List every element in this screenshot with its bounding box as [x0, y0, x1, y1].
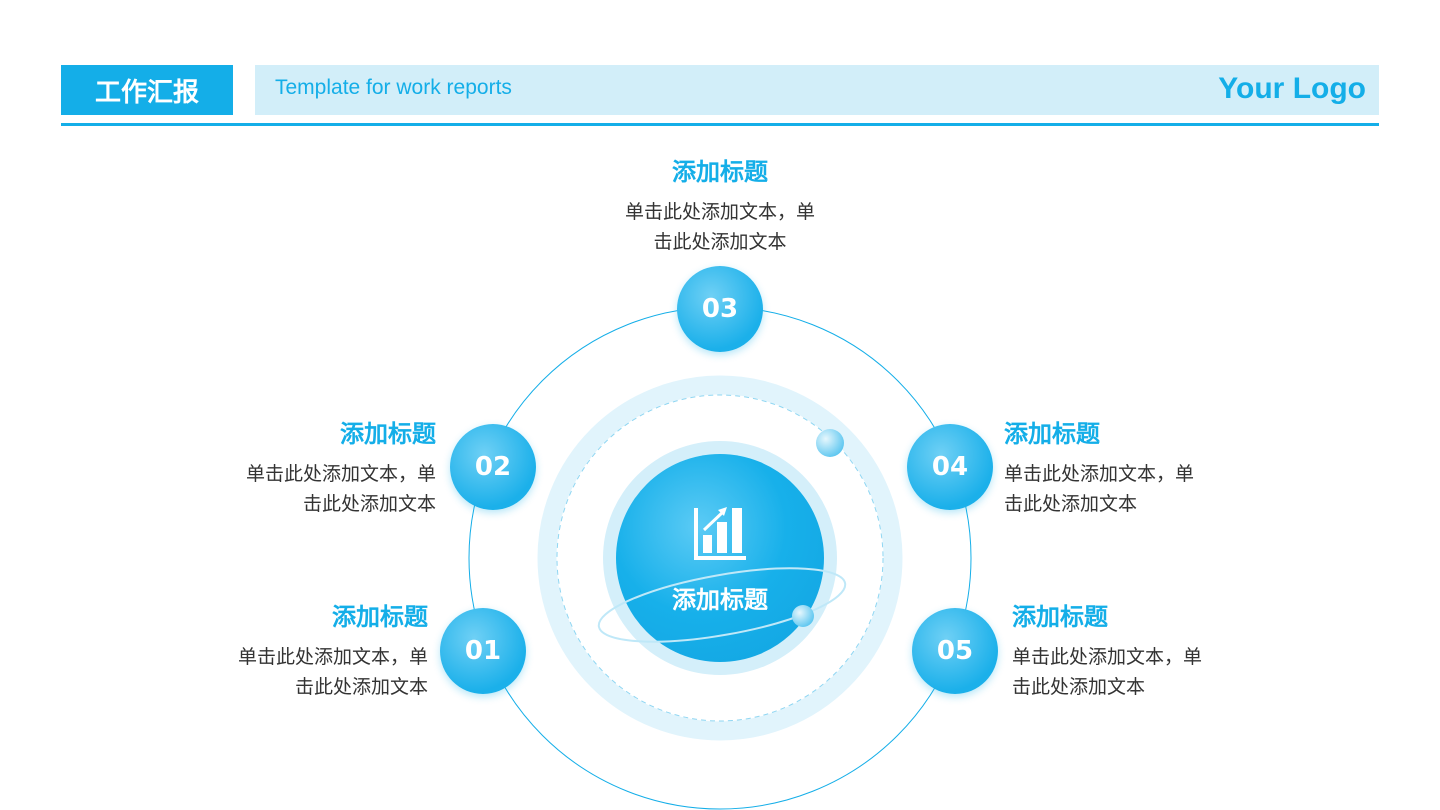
- item-title: 添加标题: [332, 603, 428, 631]
- item-title: 添加标题: [1004, 420, 1100, 448]
- logo: Your Logo: [1218, 72, 1366, 105]
- header-bar: [255, 65, 1379, 115]
- item-desc: 击此处添加文本: [1012, 676, 1146, 698]
- item-desc: 击此处添加文本: [294, 676, 428, 698]
- header-divider: [61, 123, 1379, 126]
- step-node-05[interactable]: 05: [912, 608, 998, 694]
- item-desc: 单击此处添加文本，单: [1012, 646, 1203, 668]
- step-node-01[interactable]: 01: [440, 608, 526, 694]
- item-desc: 击此处添加文本: [653, 231, 787, 253]
- item-desc: 单击此处添加文本，单: [245, 463, 436, 485]
- item-title: 添加标题: [672, 158, 768, 186]
- item-desc: 击此处添加文本: [1004, 493, 1138, 515]
- step-node-02[interactable]: 02: [450, 424, 536, 510]
- step-node-03[interactable]: 03: [677, 266, 763, 352]
- orbit-arc: [597, 567, 847, 643]
- orbit-ball: [792, 605, 814, 627]
- light-ring: [537, 375, 903, 741]
- item-04: 添加标题 单击此处添加文本，单 击此处添加文本: [1004, 414, 1264, 519]
- item-title: 添加标题: [340, 420, 436, 448]
- item-02: 添加标题 单击此处添加文本，单 击此处添加文本: [176, 414, 436, 519]
- orbit-ball: [816, 429, 844, 457]
- item-desc: 击此处添加文本: [302, 493, 436, 515]
- header-subtitle: Template for work reports: [275, 76, 512, 99]
- dashed-ring: [556, 394, 884, 722]
- item-desc: 单击此处添加文本，单: [624, 201, 815, 223]
- item-desc: 单击此处添加文本，单: [1004, 463, 1195, 485]
- item-01: 添加标题 单击此处添加文本，单 击此处添加文本: [168, 597, 428, 702]
- bar-chart-growth-icon: [694, 507, 746, 560]
- step-node-04[interactable]: 04: [907, 424, 993, 510]
- item-03: 添加标题 单击此处添加文本，单 击此处添加文本: [580, 152, 860, 257]
- header-title: 工作汇报: [61, 65, 233, 115]
- item-title: 添加标题: [1012, 603, 1108, 631]
- item-05: 添加标题 单击此处添加文本，单 击此处添加文本: [1012, 597, 1272, 702]
- item-desc: 单击此处添加文本，单: [237, 646, 428, 668]
- center-title: 添加标题: [672, 586, 768, 614]
